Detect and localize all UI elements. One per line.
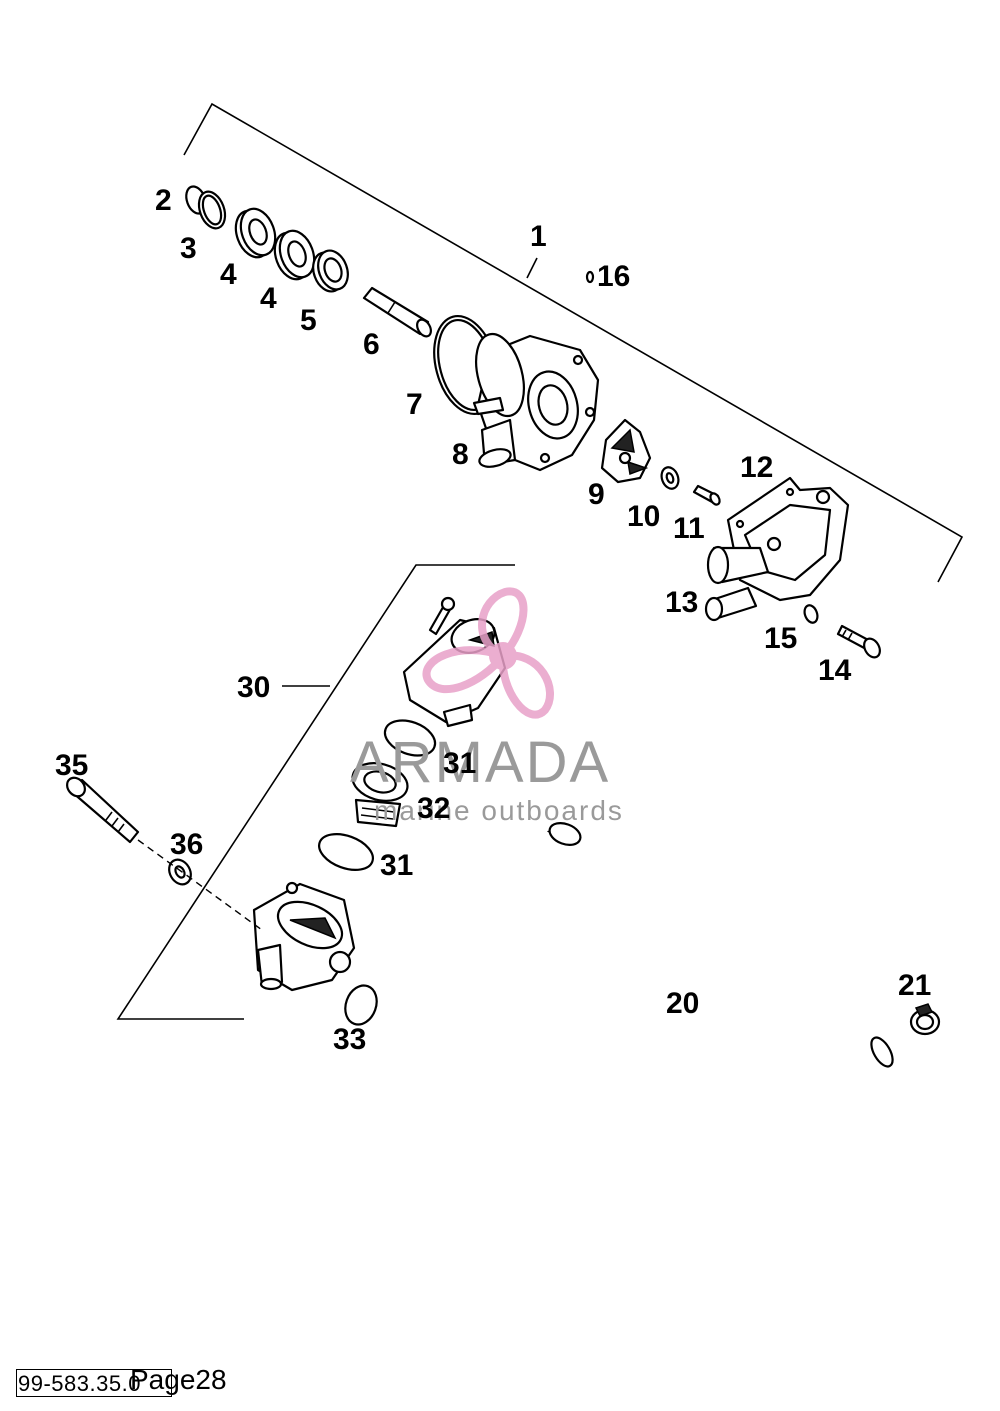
- callout-5: 5: [300, 304, 317, 337]
- callout-4b: 4: [260, 282, 277, 315]
- assembly-guide-line: [137, 839, 263, 931]
- part-31-o-ring-lower: [318, 833, 374, 871]
- callout-4a: 4: [220, 258, 237, 291]
- part-30-thermostat-base: [252, 881, 356, 992]
- callout-13: 13: [665, 586, 698, 619]
- part-4-bearing-b: [273, 229, 316, 281]
- callout-30: 30: [237, 671, 270, 704]
- bracket-assembly-1: [183, 102, 964, 583]
- callout-21: 21: [898, 969, 931, 1002]
- part-35-long-bolt: [66, 776, 140, 844]
- callout-2: 2: [155, 184, 172, 217]
- callout-6: 6: [363, 328, 380, 361]
- part-12-pump-cover: [726, 476, 850, 602]
- callout-20: 20: [666, 987, 699, 1020]
- part-6-pump-shaft: [362, 286, 432, 338]
- callout-12: 12: [740, 451, 773, 484]
- callout-36: 36: [170, 828, 203, 861]
- part-3-snap-ring: [197, 190, 227, 230]
- part-9-impeller: [600, 418, 652, 484]
- part-8-pump-housing: [472, 332, 600, 472]
- callout-7: 7: [406, 388, 423, 421]
- callout-9: 9: [588, 478, 605, 511]
- part-14-bolt: [836, 624, 881, 659]
- bracket-assembly-30: [116, 564, 515, 1020]
- callout-31a: 31: [443, 747, 476, 780]
- watermark-brand: ARMADA: [350, 730, 610, 795]
- part-4-bearing-a: [234, 207, 277, 259]
- callout-31b: 31: [380, 849, 413, 882]
- part-31-o-ring-upper: [383, 719, 437, 757]
- part-11-screw: [692, 484, 721, 506]
- callout-1: 1: [530, 220, 547, 253]
- callout-3: 3: [180, 232, 197, 265]
- part-10-washer: [660, 466, 680, 490]
- footer-page-label: Page28: [130, 1364, 227, 1395]
- footer-code: 99-583.35.0: [18, 1371, 141, 1396]
- callout-11: 11: [673, 512, 705, 545]
- part-13-outlet-spigot: [704, 545, 770, 622]
- footer-code-box: [16, 1369, 172, 1397]
- part-21-hose-clamp: [909, 1003, 941, 1036]
- callout-10: 10: [627, 500, 660, 533]
- part-16-marker: [585, 270, 595, 284]
- part-20-coolant-hose: [515, 822, 895, 1091]
- callout-14: 14: [818, 654, 852, 687]
- part-15-small-seal: [803, 604, 819, 624]
- part-32-thermostat: [351, 762, 409, 828]
- callout-35: 35: [55, 749, 88, 782]
- part-5-shaft-seal: [312, 249, 349, 293]
- armada-logo-icon: [422, 587, 554, 719]
- callout-32: 32: [417, 792, 450, 825]
- part-36-washer: [168, 858, 192, 886]
- callout-33: 33: [333, 1023, 366, 1056]
- part-33-o-ring: [344, 984, 378, 1026]
- part-30-thermostat-cover: [402, 596, 507, 728]
- callout-15: 15: [764, 622, 797, 655]
- callout-16: 16: [597, 260, 630, 293]
- watermark-tagline: marine outboards: [374, 795, 624, 826]
- callout-8: 8: [452, 438, 469, 471]
